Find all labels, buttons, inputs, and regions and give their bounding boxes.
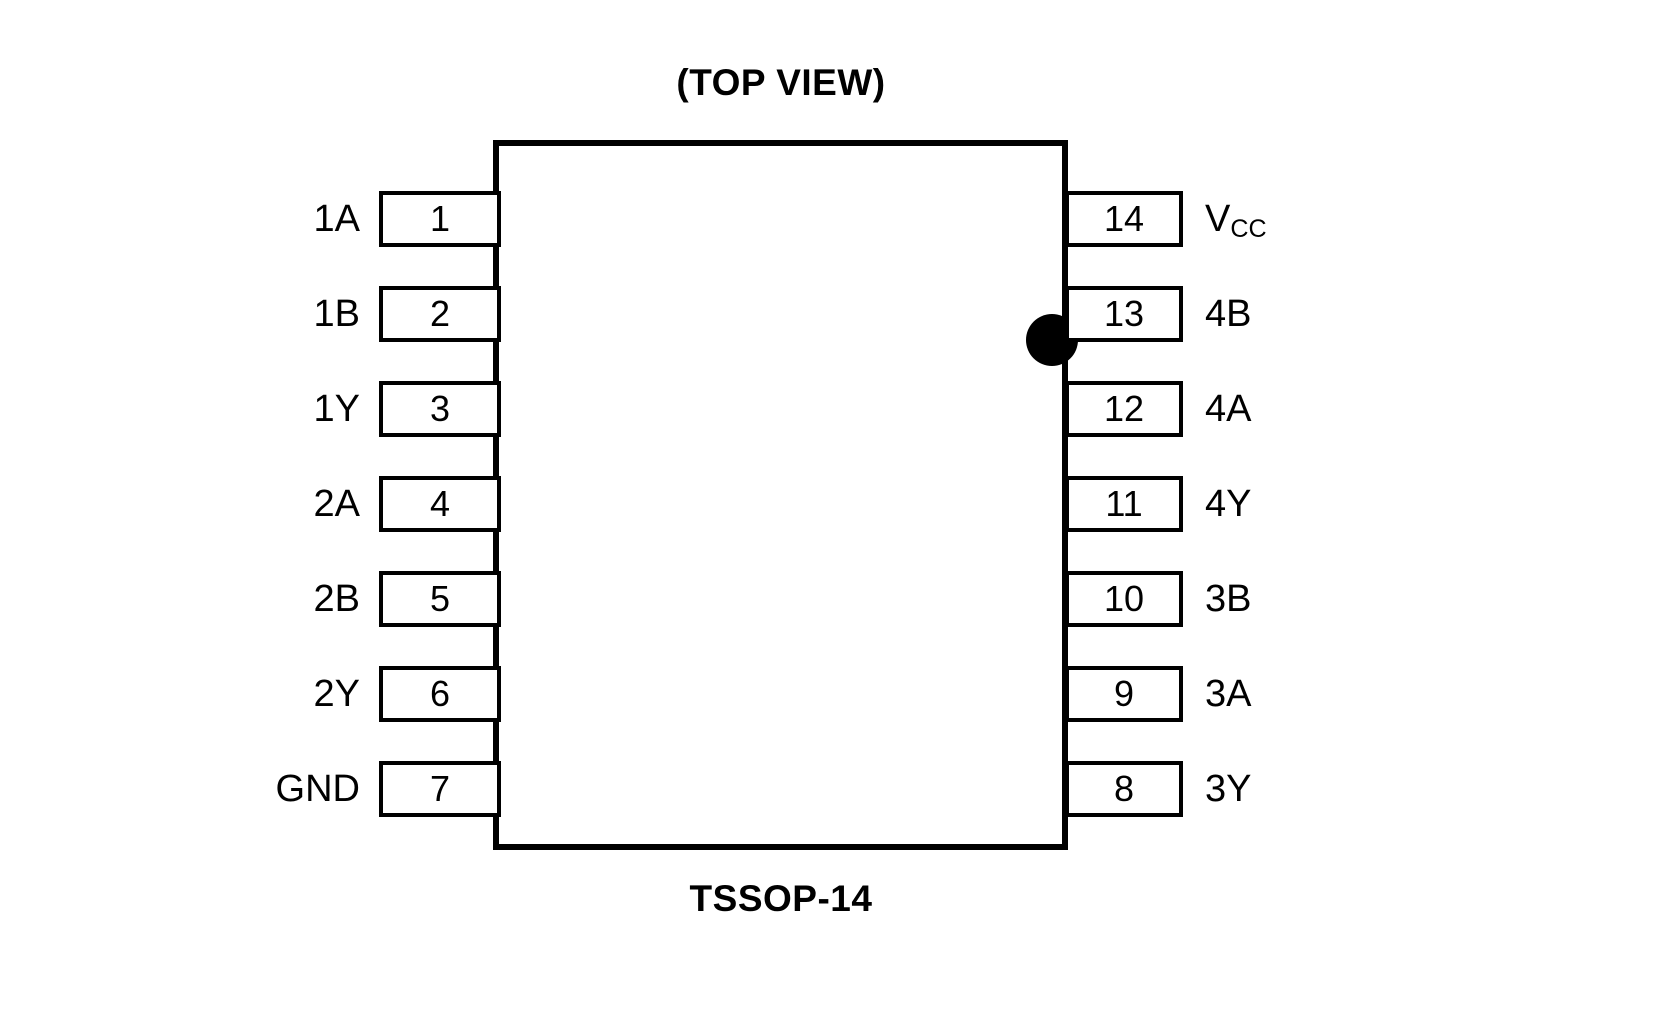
pin-label-2b: 2B	[313, 578, 360, 620]
pin-label-4a: 4A	[1205, 388, 1252, 430]
pin-label-1b: 1B	[313, 293, 360, 335]
pin-label-2a: 2A	[313, 483, 360, 525]
pin-box-6: 6	[379, 666, 501, 722]
package-name-title: TSSOP-14	[689, 878, 873, 919]
pin-label-vcc: VCC	[1205, 191, 1267, 247]
pin-label-3y: 3Y	[1205, 768, 1252, 810]
pin-box-1: 1	[379, 191, 501, 247]
pin-box-13: 13	[1065, 286, 1183, 342]
pin-number-2: 2	[429, 293, 451, 334]
pin-box-7: 7	[379, 761, 501, 817]
pin-box-8: 8	[1065, 761, 1183, 817]
pin-number-13: 13	[1103, 293, 1145, 334]
pin-label-1y: 1Y	[313, 388, 360, 430]
pin-box-2: 2	[379, 286, 501, 342]
pin-box-10: 10	[1065, 571, 1183, 627]
pin-box-11: 11	[1065, 476, 1183, 532]
pin-number-7: 7	[429, 768, 451, 809]
pin-label-gnd: GND	[275, 768, 360, 810]
pin-number-1: 1	[429, 198, 451, 239]
pin-number-6: 6	[429, 673, 451, 714]
pin-number-3: 3	[429, 388, 451, 429]
pin-number-9: 9	[1113, 673, 1135, 714]
pin-number-5: 5	[429, 578, 451, 619]
pin-box-3: 3	[379, 381, 501, 437]
pin-label-vcc-subscript: CC	[1230, 214, 1267, 243]
pin-label-3b: 3B	[1205, 578, 1252, 620]
top-view-title: (TOP VIEW)	[676, 62, 886, 103]
pin-box-4: 4	[379, 476, 501, 532]
pin-number-11: 11	[1105, 483, 1143, 524]
pin-number-10: 10	[1103, 578, 1145, 619]
pin-label-4b: 4B	[1205, 293, 1252, 335]
pin-number-14: 14	[1103, 198, 1145, 239]
pin-number-8: 8	[1113, 768, 1135, 809]
package-body-outline	[493, 140, 1078, 850]
pin-label-4y: 4Y	[1205, 483, 1252, 525]
pin-box-9: 9	[1065, 666, 1183, 722]
pin-number-12: 12	[1103, 388, 1145, 429]
pin-box-5: 5	[379, 571, 501, 627]
pin-label-2y: 2Y	[313, 673, 360, 715]
pin-label-vcc-text: V	[1205, 198, 1231, 240]
pin-number-4: 4	[429, 483, 451, 524]
pin-box-12: 12	[1065, 381, 1183, 437]
pin-label-1a: 1A	[313, 198, 360, 240]
pin-box-14: 14	[1065, 191, 1183, 247]
pin-label-3a: 3A	[1205, 673, 1252, 715]
